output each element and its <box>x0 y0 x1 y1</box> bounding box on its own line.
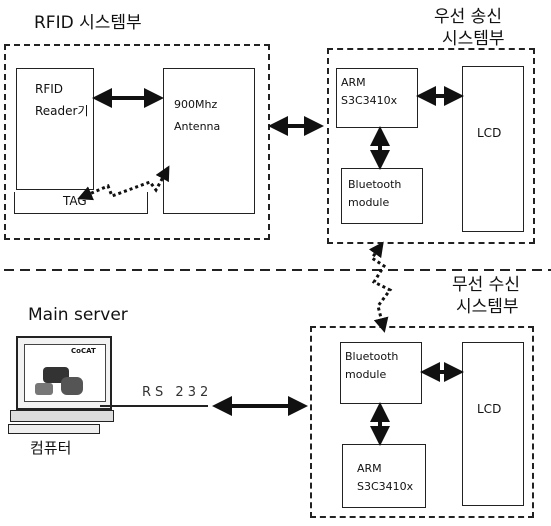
keyboard <box>8 424 100 434</box>
rx-lcd-label: LCD <box>477 402 502 416</box>
rx-lcd-block: LCD <box>462 342 524 506</box>
antenna-label-line1: 900Mhz <box>174 98 218 111</box>
screen-shape-c <box>35 383 53 395</box>
antenna-label-line2: Antenna <box>174 120 221 133</box>
rx-arm-label-line2: S3C3410x <box>357 480 414 493</box>
rx-bluetooth-label-line2: module <box>345 368 387 381</box>
rfid-system-group <box>4 44 270 240</box>
rx-system-title-line1: 무선 수신 <box>452 275 520 295</box>
tx-arm-block: ARM S3C3410x <box>336 68 418 128</box>
tx-bluetooth-label-line2: module <box>348 196 390 209</box>
monitor-screen: CoCAT <box>24 344 106 402</box>
computer-base <box>10 410 114 422</box>
tag-antenna-wireless <box>77 165 170 201</box>
rx-bluetooth-block: Bluetooth module <box>340 342 422 404</box>
computer-monitor: CoCAT <box>16 336 112 410</box>
tx-system-title-line2: 시스템부 <box>442 29 505 49</box>
rx-bluetooth-label-line1: Bluetooth <box>345 350 399 363</box>
rx-system-group <box>310 326 534 518</box>
rx-arm-block: ARM S3C3410x <box>342 444 426 508</box>
rx-system-title-line2: 시스템부 <box>456 297 519 317</box>
screen-logo: CoCAT <box>71 347 96 355</box>
antenna-block: 900Mhz Antenna <box>163 68 255 214</box>
rfid-reader-label-line2: Reader기 <box>35 104 89 118</box>
tx-bluetooth-label-line1: Bluetooth <box>348 178 402 191</box>
tx-lcd-label: LCD <box>477 126 502 140</box>
rx-arm-label-line1: ARM <box>357 462 382 475</box>
rfid-reader-label-line1: RFID <box>35 82 64 96</box>
screen-shape-b <box>61 377 83 395</box>
tx-system-group <box>327 48 535 244</box>
rs232-label: RS 232 <box>142 385 213 400</box>
tx-arm-label-line2: S3C3410x <box>341 94 398 107</box>
tx-lcd-block: LCD <box>462 66 524 232</box>
rfid-system-title: RFID 시스템부 <box>34 13 142 33</box>
main-server-title: Main server <box>28 305 128 325</box>
tx-arm-label-line1: ARM <box>341 76 366 89</box>
computer-label: 컴퓨터 <box>30 439 72 457</box>
tx-system-title-line1: 우선 송신 <box>434 7 502 27</box>
bluetooth-wireless-link <box>368 241 393 333</box>
